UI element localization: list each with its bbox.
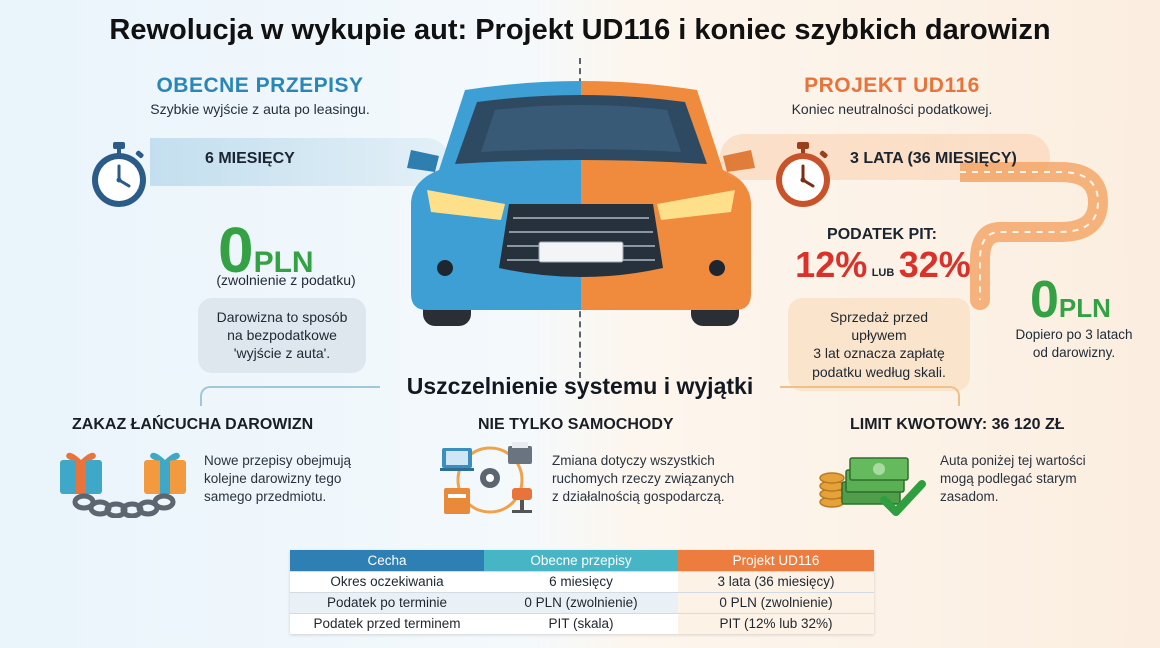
table-cell: Podatek przed terminem [290, 612, 484, 634]
gift-chain-icon [56, 446, 192, 519]
right-period: 3 LATA (36 MIESIĘCY) [850, 150, 1017, 167]
left-period: 6 MIESIĘCY [205, 150, 295, 167]
column-title: ZAKAZ ŁAŃCUCHA DAROWIZN [72, 416, 314, 433]
table-header-cell: Obecne przepisy [484, 550, 678, 571]
column-text: Auta poniżej tej wartości mogą podlegać … [940, 452, 1110, 507]
page-title: Rewolucja w wykupie aut: Projekt UD116 i… [109, 14, 1051, 46]
table-cell: PIT (skala) [484, 612, 678, 634]
column-text-line: ruchomych rzeczy związanych [552, 471, 735, 487]
right-note-line: od darowizny. [1032, 345, 1116, 361]
table-cell: 6 miesięcy [484, 570, 678, 592]
table-row: Okres oczekiwania 6 miesięcy 3 lata (36 … [290, 570, 874, 592]
winding-road [950, 150, 1110, 310]
right-amount-block: 0PLN [1030, 274, 1111, 326]
table-cell: 0 PLN (zwolnienie) [484, 591, 678, 613]
column-text-line: Auta poniżej tej wartości [940, 453, 1086, 468]
table-row: Podatek przed terminem PIT (skala) PIT (… [290, 612, 874, 634]
right-info-bubble: Sprzedaż przed upływem 3 lat oznacza zap… [788, 298, 970, 391]
left-bubble-line: 'wyjście z auta'. [233, 345, 331, 362]
right-bubble-line: podatku według skali. [812, 363, 946, 380]
stopwatch-icon [86, 140, 152, 210]
left-subheading: Szybkie wyjście z auta po leasingu. [150, 101, 370, 117]
right-currency: PLN [1058, 293, 1111, 323]
table-header-cell: Cecha [290, 550, 484, 571]
tax-rate-low: 12% [795, 244, 868, 285]
column-text: Zmiana dotyczy wszystkich ruchomych rzec… [552, 452, 752, 507]
system-bracket-left [200, 386, 380, 406]
table-cell: Podatek po terminie [290, 591, 484, 613]
stopwatch-icon [770, 140, 836, 210]
right-subheading: Koniec neutralności podatkowej. [791, 101, 993, 117]
system-heading: Uszczelnienie systemu i wyjątki [406, 373, 754, 399]
left-heading: OBECNE PRZEPISY [156, 74, 364, 97]
car-icon [405, 72, 757, 332]
left-bubble-line: Darowizna to sposób [216, 309, 348, 325]
tax-rate-high: 32% [898, 244, 971, 285]
table-row: Podatek po terminie 0 PLN (zwolnienie) 0… [290, 591, 874, 613]
table-cell: Okres oczekiwania [290, 570, 484, 592]
column-text-line: samego przedmiotu. [204, 489, 327, 505]
left-amount-block: 0PLN [218, 218, 314, 282]
tax-rates: 12% LUB 32% [788, 244, 978, 286]
column-text-line: kolejne darowizny tego [204, 471, 342, 487]
system-bracket-right [780, 386, 960, 406]
comparison-table: Cecha Obecne przepisy Projekt UD116 Okre… [290, 550, 874, 634]
right-note-line: Dopiero po 3 latach [1015, 327, 1133, 342]
column-text: Nowe przepisy obejmują kolejne darowizny… [204, 452, 374, 507]
table-cell: PIT (12% lub 32%) [678, 612, 874, 634]
left-info-bubble: Darowizna to sposób na bezpodatkowe 'wyj… [198, 298, 366, 373]
tax-rate-separator: LUB [871, 266, 895, 279]
left-amount-note: (zwolnienie z podatku) [216, 272, 356, 288]
table-cell: 0 PLN (zwolnienie) [678, 591, 874, 613]
office-equipment-icon [440, 440, 540, 518]
table-header-cell: Projekt UD116 [678, 550, 874, 571]
left-currency: PLN [253, 246, 314, 279]
right-amount: 0 [1030, 271, 1059, 329]
table-header-row: Cecha Obecne przepisy Projekt UD116 [290, 550, 874, 571]
money-check-icon [818, 444, 930, 520]
column-text-line: mogą podlegać starym [940, 471, 1077, 487]
right-heading: PROJEKT UD116 [804, 74, 980, 97]
column-title: NIE TYLKO SAMOCHODY [478, 416, 674, 433]
column-text-line: Zmiana dotyczy wszystkich [552, 453, 715, 468]
left-period-band [150, 138, 450, 186]
table-cell: 3 lata (36 miesięcy) [678, 570, 874, 592]
column-text-line: z działalnością gospodarczą. [552, 489, 725, 505]
right-amount-note: Dopiero po 3 latach od darowizny. [1000, 326, 1148, 362]
left-amount: 0 [218, 214, 254, 286]
right-bubble-line: Sprzedaż przed upływem [829, 309, 929, 344]
column-title: LIMIT KWOTOWY: 36 120 ZŁ [850, 416, 1065, 433]
left-bubble-line: na bezpodatkowe [227, 327, 337, 344]
tax-label: PODATEK PIT: [827, 226, 937, 243]
column-text-line: zasadom. [940, 489, 999, 505]
column-text-line: Nowe przepisy obejmują [204, 453, 352, 468]
right-bubble-line: 3 lat oznacza zapłatę [813, 345, 945, 362]
